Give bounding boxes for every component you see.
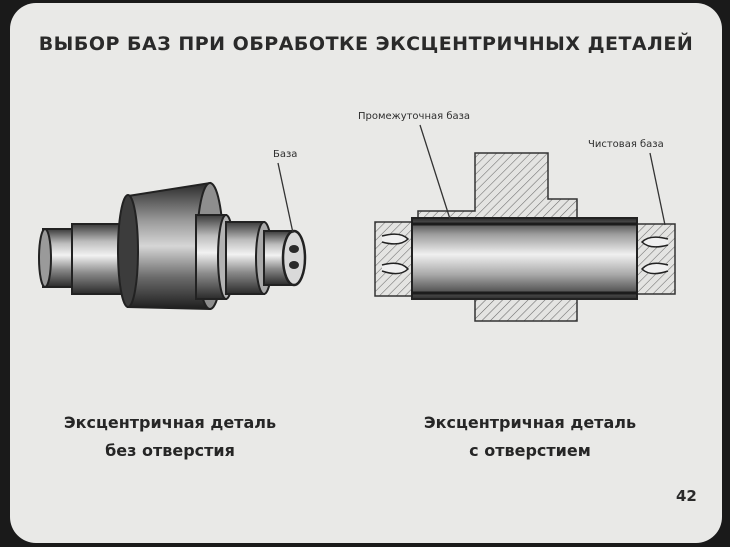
page-number: 42 bbox=[676, 487, 697, 505]
caption-left-line1: Эксцентричная деталь bbox=[63, 413, 277, 432]
label-base: База bbox=[273, 149, 298, 160]
caption-right: Эксцентричная деталь с отверстием bbox=[400, 409, 660, 465]
eccentric-bushing-section bbox=[374, 124, 676, 322]
caption-left: Эксцентричная деталь без отверстия bbox=[45, 409, 295, 465]
caption-right-line2: с отверстием bbox=[469, 441, 591, 460]
slide: ВЫБОР БАЗ ПРИ ОБРАБОТКЕ ЭКСЦЕНТРИЧНЫХ ДЕ… bbox=[10, 3, 722, 543]
caption-left-line2: без отверстия bbox=[105, 441, 235, 460]
slide-title: ВЫБОР БАЗ ПРИ ОБРАБОТКЕ ЭКСЦЕНТРИЧНЫХ ДЕ… bbox=[38, 33, 694, 55]
label-intermediate-base: Промежуточная база bbox=[358, 111, 471, 122]
eccentric-shaft-drawing bbox=[38, 162, 307, 311]
label-finishing-base: Чистовая база bbox=[588, 139, 664, 150]
illustrations bbox=[38, 124, 676, 322]
caption-right-line1: Эксцентричная деталь bbox=[423, 413, 637, 432]
